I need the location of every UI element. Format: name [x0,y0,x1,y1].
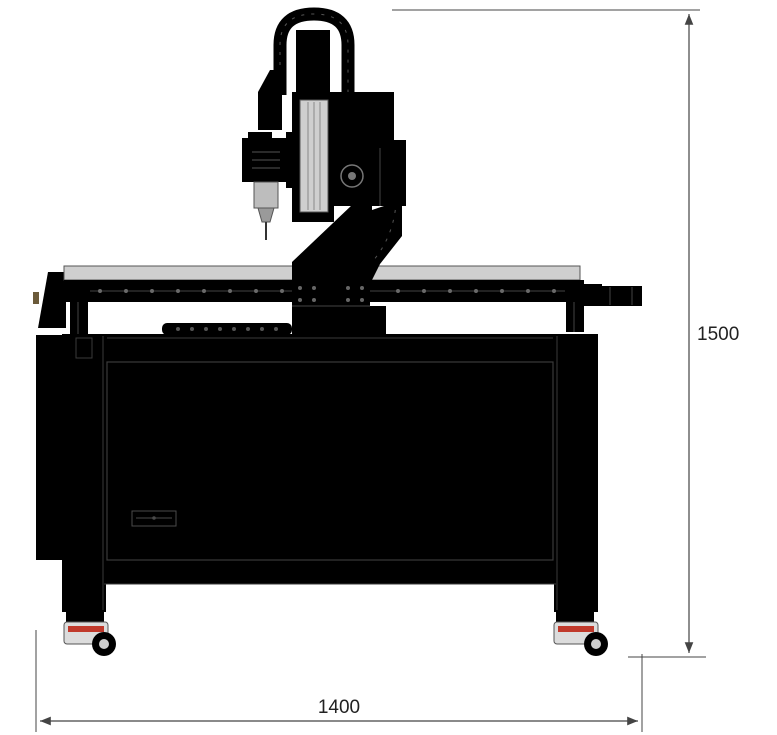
machine-base [62,334,598,612]
width-value: 1400 [318,697,360,718]
left-side-box [33,272,66,560]
gantry-rail-dots [98,289,556,293]
cnc-machine [33,7,642,656]
z-axis-assembly [292,30,406,222]
caster-left [63,612,116,656]
width-dimension: 1400 [35,630,643,732]
y-motor [582,284,642,306]
spindle-head [242,70,294,240]
lower-cable-chain [162,323,292,335]
height-value: 1500 [697,324,739,345]
caster-right [553,612,608,656]
height-dimension: 1500 [392,9,739,658]
